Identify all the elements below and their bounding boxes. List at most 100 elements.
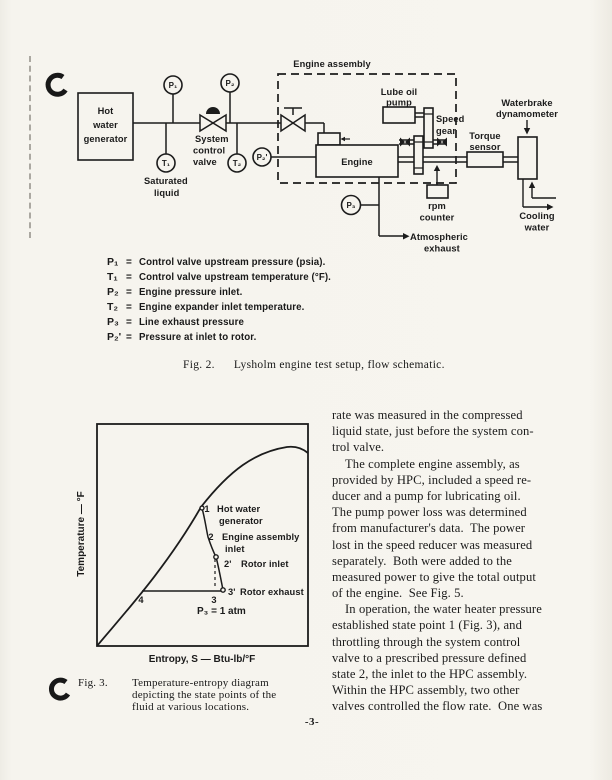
pressure-annotation: P₃ = 1 atm xyxy=(197,606,246,617)
lube-oil-pump-box xyxy=(382,106,416,124)
saturated-liquid-label: liquid xyxy=(154,188,180,198)
equals-sign: = xyxy=(126,257,132,268)
plot-border xyxy=(96,423,309,647)
cooling-water-inlet-pipe xyxy=(531,187,556,199)
hot-water-generator-label: generator xyxy=(84,134,128,144)
legend-row: P₂' = Pressure at inlet to rotor. xyxy=(107,331,331,346)
body-line: In operation, the water heater pressure xyxy=(345,602,542,617)
x-axis-label: Entropy, S — Btu-lb/°F xyxy=(149,654,256,665)
hot-water-generator-label: water xyxy=(92,120,118,130)
gauge-p2 xyxy=(220,73,240,93)
body-line: throttling through the system control xyxy=(332,634,521,649)
legend-row: P₃=Line exhaust pressure xyxy=(107,316,331,331)
state4-number: 4 xyxy=(138,595,144,605)
fig2-flow-schematic: Hot water generator System control valve… xyxy=(45,59,558,254)
body-line: The pump power loss was determined xyxy=(332,505,527,520)
cooling-outlet-arrowhead xyxy=(547,203,554,211)
speed-gear-lower xyxy=(413,135,424,175)
body-line: valves controlled the flow rate. One was xyxy=(332,699,543,714)
state2-number: 2 xyxy=(208,532,213,542)
cooling-inlet-arrowhead xyxy=(528,181,536,188)
engine-assembly-label: Engine assembly xyxy=(293,59,371,69)
waterbrake-label: dynamometer xyxy=(496,109,558,119)
hot-water-generator-box xyxy=(77,92,134,161)
state2-prime-label: Rotor inlet xyxy=(241,559,289,569)
fig2-legend: P₁=Control valve upstream pressure (psia… xyxy=(107,256,331,346)
speed-gear-label: Speed xyxy=(436,114,465,124)
y-axis-label: Temperature — °F xyxy=(76,491,87,577)
gauge-p2-prime xyxy=(252,147,272,167)
shaft-coupling-icon xyxy=(405,137,410,147)
system-control-valve-label: control xyxy=(193,146,225,156)
body-line: from manufacturer's data. The power xyxy=(332,521,526,536)
fig2-caption-text: Lysholm engine test setup, flow schemati… xyxy=(233,359,445,371)
body-line: Within the HPC assembly, two other xyxy=(332,683,520,698)
state3-prime-label: Rotor exhaust xyxy=(240,587,304,597)
valve-actuator-icon xyxy=(206,107,220,114)
exhaust-arrowhead xyxy=(403,233,410,240)
atmospheric-exhaust-label: exhaust xyxy=(424,244,460,254)
legend-row: T₂=Engine expander inlet temperature. xyxy=(107,301,331,316)
state2-label: Engine assembly xyxy=(222,532,300,542)
legend-symbol: P₃ xyxy=(107,316,119,328)
legend-definition: Control valve upstream temperature (°F). xyxy=(139,272,331,283)
scan-edge-marks xyxy=(29,56,31,238)
exhaust-pipe xyxy=(378,177,403,237)
body-line: trol valve. xyxy=(332,440,385,455)
main-pipe xyxy=(133,92,379,206)
state-point-2-prime xyxy=(213,554,219,560)
torque-sensor-label: Torque xyxy=(469,131,500,141)
engine-label: Engine xyxy=(341,157,373,167)
body-line: established state point 1 (Fig. 3), and xyxy=(332,618,522,633)
system-control-valve-label: System xyxy=(195,134,229,144)
legend-definition: Control valve upstream pressure (psia). xyxy=(139,257,326,268)
gauge-p1 xyxy=(163,75,183,95)
waterbrake-label: Waterbrake xyxy=(501,98,552,108)
equals-sign: = xyxy=(126,317,132,328)
legend-symbol: P₂' xyxy=(107,331,122,343)
lube-oil-pump-label: Lube oil xyxy=(381,87,417,97)
equals-sign: = xyxy=(126,272,132,283)
body-line: liquid state, just before the system con… xyxy=(332,424,534,439)
cooling-water-label: Cooling xyxy=(519,211,555,221)
state3-prime-number: 3' xyxy=(228,587,236,597)
body-line: of the engine. See Fig. 5. xyxy=(332,586,464,601)
state2-prime-number: 2' xyxy=(224,559,232,569)
fig3-caption-label: Fig. 3. xyxy=(78,677,108,689)
shaft-coupling-icon xyxy=(400,137,405,147)
state2-label: inlet xyxy=(225,544,245,554)
body-text-column: rate was measured in the compressed liqu… xyxy=(332,407,600,715)
equals-sign: = xyxy=(126,287,132,298)
fig2-caption: Fig. 2.Lysholm engine test setup, flow s… xyxy=(183,359,445,371)
state1-number: 1 xyxy=(204,504,209,514)
gauge-p3-label: P₃ xyxy=(346,201,355,210)
gauge-t1 xyxy=(156,153,176,173)
gauge-t2 xyxy=(227,153,247,173)
body-line: The complete engine assembly, as xyxy=(345,456,520,471)
cooling-water-label: water xyxy=(524,223,550,233)
shaft-coupling-icon xyxy=(437,137,442,147)
rpm-counter-box xyxy=(426,184,449,199)
binding-mark-bottom xyxy=(49,677,71,701)
body-line: valve to a prescribed pressure defined xyxy=(332,650,527,665)
rpm-pointer-arrowhead xyxy=(433,165,441,171)
body-line: rate was measured in the compressed xyxy=(332,408,523,422)
gauge-p1-label: P₁ xyxy=(169,81,178,90)
body-line: lost in the speed reducer was measured xyxy=(332,537,533,552)
system-control-valve-icon xyxy=(199,113,227,133)
rpm-counter-label: rpm xyxy=(428,201,446,211)
gauge-t1-label: T₁ xyxy=(162,159,171,168)
legend-symbol: P₂ xyxy=(107,286,119,298)
legend-definition: Pressure at inlet to rotor. xyxy=(139,332,257,343)
fig3-caption-line: fluid at various locations. xyxy=(132,701,249,713)
speed-gear-label: gear xyxy=(436,126,456,136)
state1-label: generator xyxy=(219,516,263,526)
fig3-ts-diagram: 1 Hot water generator 2 Engine assembly … xyxy=(49,423,309,713)
engine-inlet-port xyxy=(317,132,341,146)
equals-sign: = xyxy=(126,332,132,343)
legend-symbol: T₁ xyxy=(107,271,118,283)
saturation-dome-curve xyxy=(96,445,309,647)
gauge-p2-label: P₂ xyxy=(226,79,235,88)
body-line: ducer and a pump for lubricating oil. xyxy=(332,488,521,503)
